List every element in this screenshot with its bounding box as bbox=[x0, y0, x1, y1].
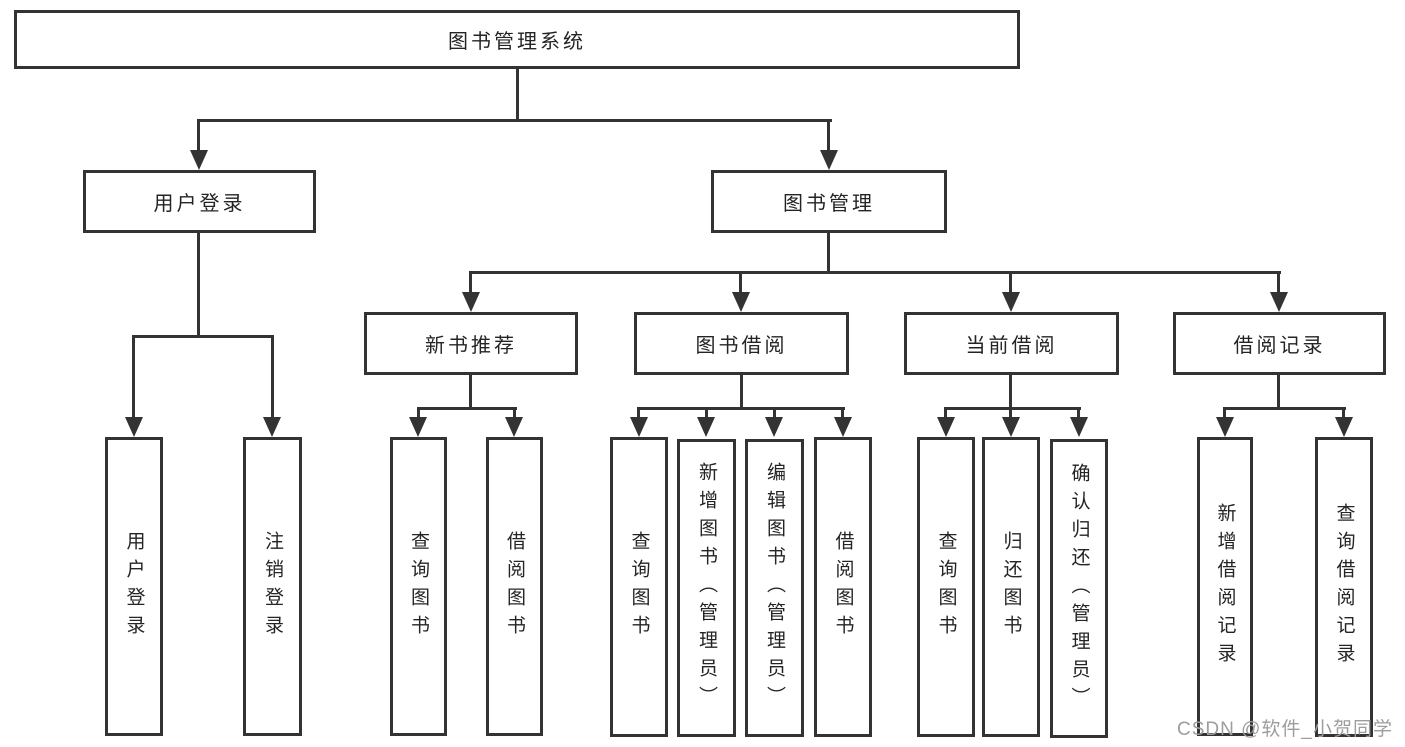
connector-stem-leaf bbox=[1342, 407, 1345, 419]
leaf-confirm-return-admin-label: 确认归还（管理员） bbox=[1068, 462, 1090, 715]
leaf-borrow-books-recommend-label: 借阅图书 bbox=[504, 530, 525, 643]
leaf-query-borrow-record: 查询借阅记录 bbox=[1315, 437, 1373, 737]
leaf-user-login: 用户登录 bbox=[105, 437, 163, 736]
connector-book-trunk bbox=[827, 233, 830, 273]
leaf-borrow-books-borrowing: 借阅图书 bbox=[814, 437, 872, 737]
connector-stem-leaf bbox=[773, 407, 776, 419]
connector-g1-trunk bbox=[469, 375, 472, 408]
arrow-down-icon bbox=[765, 417, 783, 437]
leaf-return-books-label: 归还图书 bbox=[1000, 531, 1022, 643]
leaf-edit-book-admin: 编辑图书（管理员） bbox=[745, 439, 804, 737]
arrow-down-icon bbox=[1070, 417, 1088, 437]
leaf-query-books-current: 查询图书 bbox=[917, 437, 975, 737]
leaf-confirm-return-admin: 确认归还（管理员） bbox=[1050, 439, 1108, 738]
connector-groups-rail bbox=[470, 271, 1281, 274]
csdn-watermark: CSDN @软件_小贺同学 bbox=[1177, 719, 1393, 740]
connector-stem-leaf bbox=[705, 407, 708, 419]
node-book-management-label: 图书管理 bbox=[783, 193, 875, 215]
node-user-login-label: 用户登录 bbox=[153, 193, 246, 215]
connector-g1-rail bbox=[417, 407, 517, 410]
connector-stem-leaf bbox=[132, 335, 135, 418]
leaf-add-book-admin-label: 新增图书（管理员） bbox=[696, 462, 717, 714]
arrow-down-icon bbox=[263, 417, 281, 437]
connector-stem-leaf bbox=[417, 407, 420, 419]
connector-stem-leaf bbox=[944, 407, 947, 419]
connector-root-trunk bbox=[516, 69, 519, 119]
node-book-management: 图书管理 bbox=[711, 170, 947, 233]
arrow-down-icon bbox=[190, 150, 208, 170]
arrow-down-icon bbox=[820, 150, 838, 170]
leaf-query-books-current-label: 查询图书 bbox=[935, 531, 957, 643]
leaf-add-book-admin: 新增图书（管理员） bbox=[677, 439, 736, 737]
connector-g4-rail bbox=[1223, 407, 1346, 410]
node-current-borrowing: 当前借阅 bbox=[904, 312, 1119, 375]
arrow-down-icon bbox=[1270, 292, 1288, 312]
connector-stem-group bbox=[469, 271, 472, 294]
arrow-down-icon bbox=[1002, 292, 1020, 312]
leaf-query-books-borrowing: 查询图书 bbox=[610, 437, 668, 737]
leaf-query-books-borrowing-label: 查询图书 bbox=[628, 531, 650, 643]
arrow-down-icon bbox=[1335, 417, 1353, 437]
connector-stem-leaf bbox=[841, 407, 844, 419]
connector-g3-trunk bbox=[1009, 375, 1012, 408]
arrow-down-icon bbox=[1002, 417, 1020, 437]
connector-stem-leaf bbox=[513, 407, 516, 419]
leaf-return-books: 归还图书 bbox=[982, 437, 1040, 737]
connector-g3-rail bbox=[944, 407, 1081, 410]
node-root: 图书管理系统 bbox=[14, 10, 1020, 69]
connector-stem-leaf bbox=[1223, 407, 1226, 419]
node-book-borrowing-label: 图书借阅 bbox=[695, 335, 788, 357]
leaf-user-login-label: 用户登录 bbox=[123, 530, 145, 643]
connector-level2-rail bbox=[198, 119, 832, 122]
connector-stem-user-login bbox=[197, 119, 200, 153]
arrow-down-icon bbox=[732, 292, 750, 312]
node-user-login: 用户登录 bbox=[83, 170, 316, 233]
node-current-borrowing-label: 当前借阅 bbox=[965, 335, 1058, 357]
leaf-borrow-books-recommend: 借阅图书 bbox=[486, 437, 543, 736]
arrow-down-icon bbox=[937, 417, 955, 437]
connector-stem-group bbox=[1277, 271, 1280, 294]
connector-user-trunk bbox=[197, 233, 200, 336]
connector-stem-leaf bbox=[1077, 407, 1080, 419]
leaf-logout-label: 注销登录 bbox=[262, 530, 283, 643]
connector-stem-leaf bbox=[271, 335, 274, 418]
node-borrowing-records-label: 借阅记录 bbox=[1233, 335, 1326, 357]
arrow-down-icon bbox=[125, 417, 143, 437]
leaf-add-borrow-record: 新增借阅记录 bbox=[1197, 437, 1253, 736]
arrow-down-icon bbox=[834, 417, 852, 437]
leaf-logout: 注销登录 bbox=[243, 437, 302, 736]
leaf-add-borrow-record-label: 新增借阅记录 bbox=[1214, 502, 1236, 671]
arrow-down-icon bbox=[462, 292, 480, 312]
connector-g2-trunk bbox=[740, 375, 743, 408]
node-book-borrowing: 图书借阅 bbox=[634, 312, 849, 375]
arrow-down-icon bbox=[1216, 417, 1234, 437]
node-new-book-recommend: 新书推荐 bbox=[364, 312, 578, 375]
connector-user-rail bbox=[132, 335, 274, 338]
connector-stem-leaf bbox=[1009, 407, 1012, 419]
connector-stem-book-mgmt bbox=[827, 119, 830, 153]
connector-stem-leaf bbox=[637, 407, 640, 419]
arrow-down-icon bbox=[505, 417, 523, 437]
connector-stem-group bbox=[739, 271, 742, 294]
node-new-book-recommend-label: 新书推荐 bbox=[425, 335, 517, 357]
leaf-query-books-recommend: 查询图书 bbox=[390, 437, 447, 736]
arrow-down-icon bbox=[630, 417, 648, 437]
leaf-query-borrow-record-label: 查询借阅记录 bbox=[1333, 503, 1355, 671]
connector-g2-rail bbox=[637, 407, 845, 410]
leaf-borrow-books-borrowing-label: 借阅图书 bbox=[832, 531, 854, 643]
node-root-label: 图书管理系统 bbox=[448, 31, 586, 53]
connector-g4-trunk bbox=[1277, 375, 1280, 408]
leaf-edit-book-admin-label: 编辑图书（管理员） bbox=[764, 462, 785, 714]
connector-stem-group bbox=[1009, 271, 1012, 294]
arrow-down-icon bbox=[697, 417, 715, 437]
leaf-query-books-recommend-label: 查询图书 bbox=[408, 530, 429, 643]
node-borrowing-records: 借阅记录 bbox=[1173, 312, 1386, 375]
arrow-down-icon bbox=[409, 417, 427, 437]
